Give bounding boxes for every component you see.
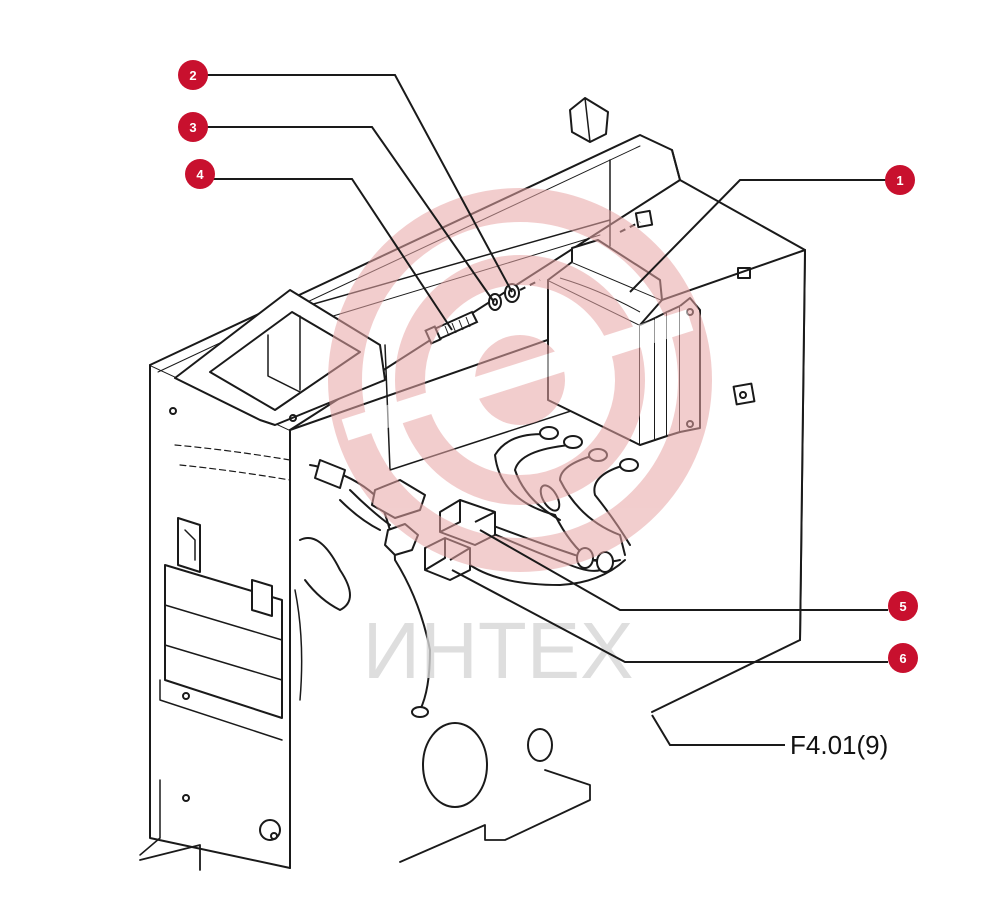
callout-2: 2 xyxy=(178,60,208,90)
leader-line-1 xyxy=(629,179,895,293)
leader-line-figure xyxy=(651,714,785,746)
leader-line-6 xyxy=(451,569,888,663)
callout-4: 4 xyxy=(185,159,215,189)
watermark-text: ИНТЕХ xyxy=(363,606,634,695)
watermark-logo xyxy=(328,188,712,572)
callout-number: 6 xyxy=(899,651,906,666)
callout-number: 2 xyxy=(189,68,196,83)
callout-number: 5 xyxy=(899,599,906,614)
callout-3: 3 xyxy=(178,112,208,142)
leader-line-3 xyxy=(205,126,495,303)
leader-lines xyxy=(205,74,895,746)
callout-number: 1 xyxy=(896,173,903,188)
figure-label: F4.01(9) xyxy=(790,730,888,760)
callout-number: 3 xyxy=(189,120,196,135)
callout-number: 4 xyxy=(196,167,204,182)
bolt-assembly xyxy=(424,221,641,345)
callout-1: 1 xyxy=(885,165,915,195)
leader-line-2 xyxy=(205,74,513,293)
leader-line-4 xyxy=(205,178,453,331)
callout-6: 6 xyxy=(888,643,918,673)
callout-5: 5 xyxy=(888,591,918,621)
leader-line-5 xyxy=(479,529,888,611)
